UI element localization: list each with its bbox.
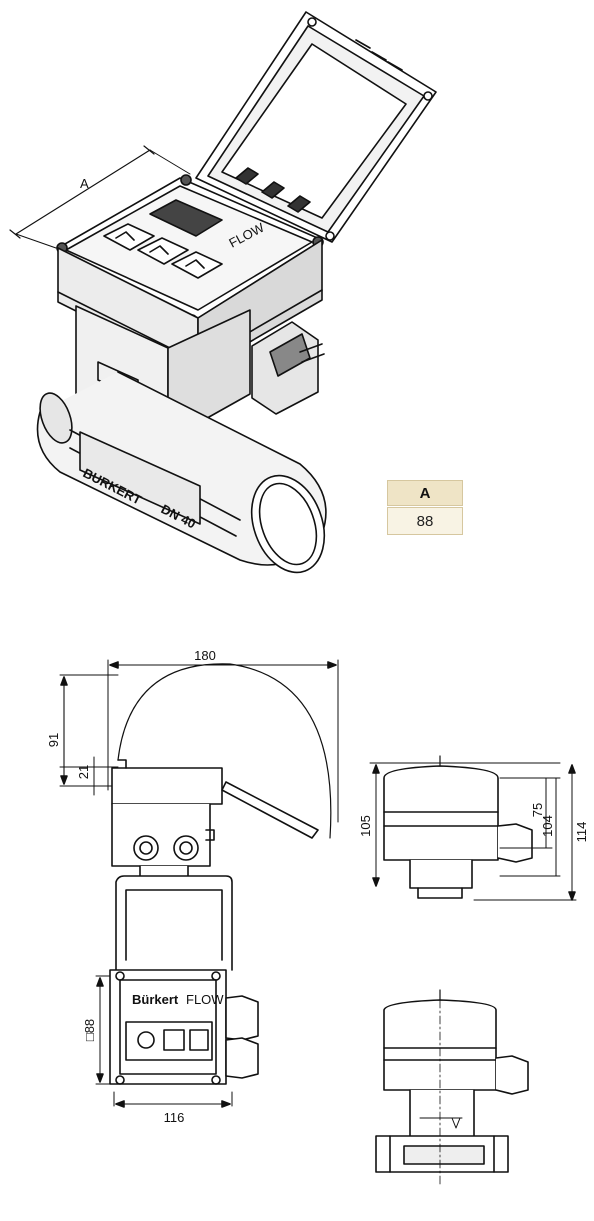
right-height-105: 105 [358, 815, 373, 837]
side-offset-label: 21 [76, 765, 91, 779]
right-height-114: 114 [574, 822, 589, 843]
iso-flowmeter [9, 11, 437, 574]
front-square-label: □88 [82, 1019, 97, 1041]
iso-pipe [36, 371, 327, 574]
iso-dim-a [9, 145, 191, 249]
side-width-label: 180 [194, 648, 216, 663]
side-view [59, 659, 339, 905]
front-width-label: 116 [164, 1110, 185, 1125]
iso-open-lid [195, 11, 437, 243]
dimension-table-header: A [387, 480, 463, 506]
dimension-table-value: 88 [387, 507, 463, 535]
right-height-104: 104 [540, 815, 555, 837]
front-brand-text: Bürkert [132, 992, 179, 1007]
side-lid-height-label: 91 [46, 733, 61, 747]
iso-dim-a-label: A [80, 176, 89, 191]
right-height-75: 75 [530, 803, 545, 817]
bottom-right-view [375, 989, 529, 1185]
front-display-text: FLOW [186, 992, 224, 1007]
front-view [95, 875, 259, 1108]
right-view [369, 755, 577, 901]
